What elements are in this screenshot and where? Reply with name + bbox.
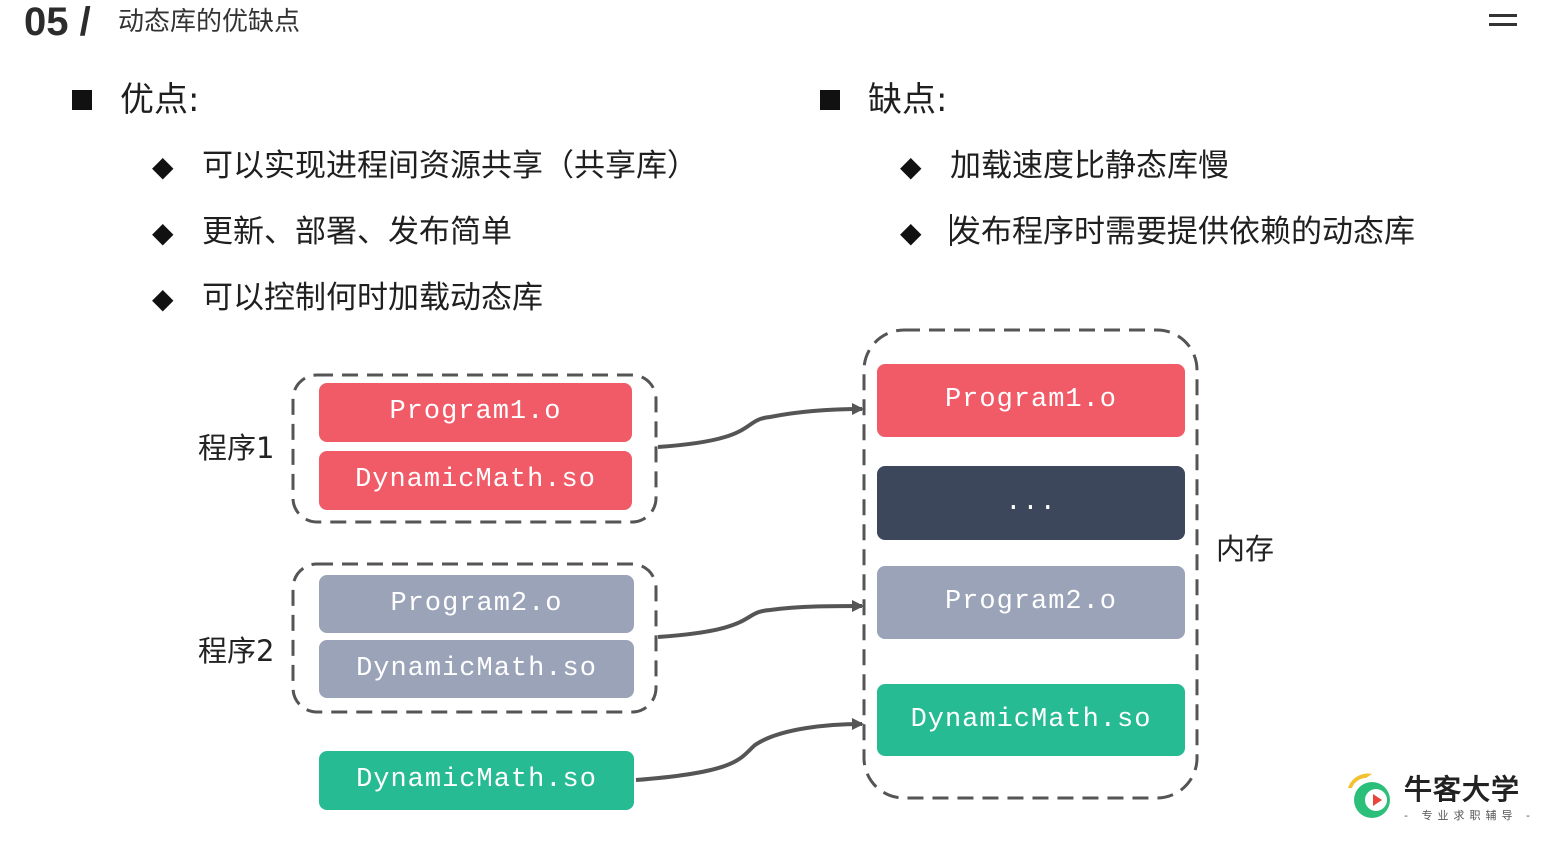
memory-program2-box: Program2.o [877,566,1185,639]
arrow-program2 [657,600,864,639]
page-title: 动态库的优缺点 [118,7,301,37]
memory-dynamic-lib-box: DynamicMath.so [877,684,1185,756]
program2-obj-box: Program2.o [319,575,634,633]
pros-item: ◆可以实现进程间资源共享（共享库） [152,146,698,187]
memory-label: 内存 [1216,532,1275,566]
program2-lib-box: DynamicMath.so [319,640,634,698]
pros-square-bullet [72,90,92,110]
diamond-bullet-icon: ◆ [152,282,174,315]
arrow-dynamic-lib [635,718,864,782]
program1-obj-box: Program1.o [319,383,632,442]
diamond-bullet-icon: ◆ [900,150,922,183]
logo-name: 牛客大学 [1404,773,1521,806]
nowcoder-logo-icon [1348,773,1390,818]
text-cursor [950,214,952,246]
arrow-program1 [657,403,864,449]
menu-icon[interactable] [1489,14,1517,28]
program1-label: 程序1 [198,431,275,465]
cons-item: ◆加载速度比静态库慢 [900,146,1229,187]
cons-title: 缺点: [868,80,948,120]
dynamic-lib-box: DynamicMath.so [319,751,634,810]
diamond-bullet-icon: ◆ [152,150,174,183]
section-number: 05 / [24,0,91,44]
logo-tagline: - 专业求职辅导 - [1404,809,1535,822]
memory-program1-box: Program1.o [877,364,1185,437]
memory-ellipsis-box: ... [877,466,1185,540]
pros-item: ◆可以控制何时加载动态库 [152,278,543,319]
diamond-bullet-icon: ◆ [900,216,922,249]
program1-lib-box: DynamicMath.so [319,451,632,510]
program2-label: 程序2 [198,634,275,668]
cons-item: ◆发布程序时需要提供依赖的动态库 [900,212,1415,253]
pros-item: ◆更新、部署、发布简单 [152,212,512,253]
cons-square-bullet [820,90,840,110]
pros-title: 优点: [120,80,200,120]
diamond-bullet-icon: ◆ [152,216,174,249]
